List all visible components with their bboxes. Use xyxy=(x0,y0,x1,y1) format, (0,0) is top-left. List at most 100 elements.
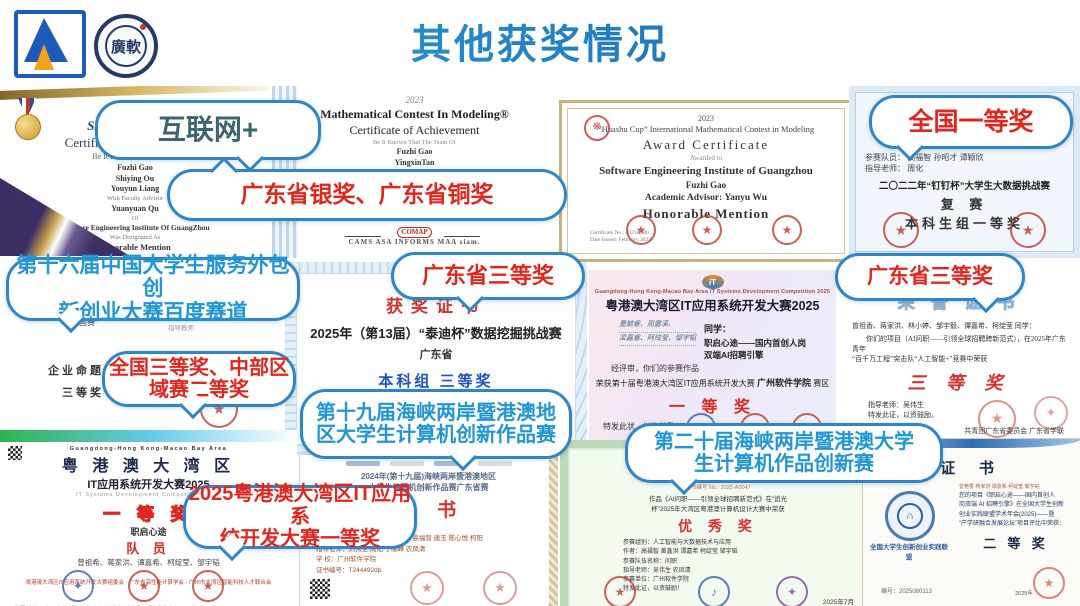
callout-text: 广东省三等奖 xyxy=(421,262,554,288)
stage-label: 复 赛 xyxy=(940,197,989,212)
team-member: YingxinTan xyxy=(394,158,435,168)
partner-logos-row xyxy=(300,461,557,466)
body-line: 创业实践联盟学术年会(2025)——暨 xyxy=(959,511,1055,518)
date-line: 2025年7月 xyxy=(822,599,854,606)
signatures-row: COMAP xyxy=(272,226,557,239)
callout-text-line2: 统开发大赛一等奖 xyxy=(220,528,380,551)
members-line: 参赛队员： 高福智 孙昭才 谭颖欣 xyxy=(865,153,984,162)
institute-name: Software Engineering Institute of Guangz… xyxy=(599,165,813,178)
red-seal-icon: ★ xyxy=(192,570,224,602)
callout-text-line2: 新创业大赛百度赛道 xyxy=(58,300,248,324)
red-seal-icon: ★ xyxy=(1010,212,1046,248)
teacher-line: 指导老师：吴伟生 xyxy=(868,401,924,409)
callout-text: 广东省银奖、广东省铜奖 xyxy=(240,181,494,208)
qr-code-icon xyxy=(8,446,22,460)
school-name: 广州软件学院 xyxy=(757,378,812,388)
union-name: 全国大学生创新创业实践联盟 xyxy=(870,544,948,561)
award-name: Honorable Mention xyxy=(642,206,770,222)
of-label: Of xyxy=(131,214,139,222)
award-name: 本科组 三等奖 xyxy=(378,373,494,390)
contest-name-cn: 粤 港 澳 大 湾 区 xyxy=(61,458,236,475)
callout-national-third: 全国三等奖、中部区 域赛二等奖 xyxy=(102,351,296,420)
purple-seal-icon: ✦ xyxy=(776,576,808,606)
red-seal-icon: ★ xyxy=(692,215,722,245)
project-name: 双端AI招聘引擎 xyxy=(703,350,764,360)
callout-text: 互联网+ xyxy=(157,114,259,146)
detail-line: 作者：高福智 黄鑫洪 谭嘉希 柯绽莹 邹宇韬 xyxy=(623,549,738,556)
callout-text-line2: 区大学生计算机创新作品赛 xyxy=(316,424,556,446)
certificate-huashu-cup: ❋ 2023 “Huashu Cup” International Mathem… xyxy=(559,100,853,262)
callout-gd-third-mid: 广东省三等奖 xyxy=(391,252,585,313)
designated-label: Was Designated As xyxy=(109,233,161,241)
awardee-name: Fuzhi Gao xyxy=(685,180,727,191)
signature-mark xyxy=(443,228,485,237)
award-name: 优 秀 奖 xyxy=(678,518,758,534)
sponsors-row: CAMS ASA INFORMS MAA siam. xyxy=(348,238,481,247)
student-names: 梁嘉睿、阿炫莹、邹宇韬 xyxy=(618,333,696,347)
cert-title: Mathematical Contest In Modeling® xyxy=(320,107,509,122)
award-name: 二 等 奖 xyxy=(983,536,1049,552)
red-seal-icon: ★ xyxy=(128,570,160,602)
project-name: 职启心途——国内首创人岗 xyxy=(703,338,806,348)
red-seal-icon: ★ xyxy=(483,571,517,605)
medal-icon xyxy=(14,98,41,142)
callout-text-line1: 2025粤港澳大湾区IT应用系 xyxy=(188,483,412,528)
cert-number: Certificate No.: 2023A090… xyxy=(590,229,655,236)
callout-strait19: 第十九届海峡两岸暨港澳地 区大学生计算机创新作品赛 xyxy=(300,389,572,472)
awarded-to-label: Awarded to xyxy=(689,154,723,163)
seal-logo-dot xyxy=(140,24,146,30)
contest-name-cn2: IT应用系统开发大赛2025 xyxy=(87,479,210,491)
teacher-line: 指导老师： 周化 xyxy=(865,164,924,173)
body-line: 你们的项目（AI问职——引领全球招聘跨新范式），在2025年广东青年 xyxy=(852,335,1066,353)
org-line: 共青团广东省委员会 广东省学联 xyxy=(964,427,1064,435)
callout-text-line1: 第二十届海峡两岸暨港澳大学 xyxy=(654,430,914,453)
red-seal-icon: ★ xyxy=(772,215,802,245)
callout-text-line2: 域赛二等奖 xyxy=(149,379,249,401)
team-label: 队 员 xyxy=(126,541,171,556)
contest-name-en: Guangdong-Hong Kong-Macao Bay Area IT Sy… xyxy=(594,289,831,295)
award-name: 三 等 奖 xyxy=(907,373,1011,393)
team-member: Shiying Ou xyxy=(115,173,155,183)
seal-logo-icon: 廣軟 xyxy=(94,14,158,78)
qr-code-icon xyxy=(310,579,330,599)
team-member: Youyun Liang xyxy=(110,184,160,194)
callout-text: 全国一等奖 xyxy=(908,108,1034,136)
advisor-label: With Faculty Advisor xyxy=(106,195,164,203)
green-band-decoration xyxy=(0,430,297,442)
cert-title: 获奖证书 xyxy=(386,297,486,316)
callout-text-line2: 生计算机作品创新赛 xyxy=(694,453,874,475)
comap-logo: COMAP xyxy=(397,226,432,239)
region-label: 广东省 xyxy=(419,349,453,361)
cert-title: “Huashu Cup” International Mathematical … xyxy=(597,124,815,135)
team-member: Fuzhi Gao xyxy=(117,162,153,172)
gold-ribbon-decoration xyxy=(0,86,270,101)
region-label: 赛区 xyxy=(813,379,830,388)
body-line: “产学研融合发展论坛”项目评比中荣获： xyxy=(959,520,1065,527)
contest-name-cn: 粤港澳大湾区IT应用系统开发大赛2025 xyxy=(605,299,820,313)
institute-name: Software Engineering Institute Of GuangZ… xyxy=(60,223,210,233)
body-line: 杯”2025年大湾区粤港澳计算机设计大赛中荣获 xyxy=(651,506,785,513)
contest-name2: 大学生计算机创新作品赛广东省赛 xyxy=(368,483,489,492)
contest-name: 二〇二二年“钉钉杯”大学生大数据挑战赛 xyxy=(878,181,1050,192)
advisor-name: Yuanyuan Qu xyxy=(111,203,159,213)
body-line: 作品《AI问职——引领全球招聘新范式》在“追光 xyxy=(648,496,788,503)
student-names: 童毓睿、屈露溪、 xyxy=(618,319,696,333)
detail-line: 参赛组别：人工智能与大数据技术与应用 xyxy=(623,540,732,546)
red-seal-icon: ★ xyxy=(1033,567,1065,599)
cert-date: Date Issued: February 2023 xyxy=(590,237,651,244)
review-line: 经评审，你们的参赛作品 xyxy=(611,364,699,373)
detail-line: 参赛单位：广州软件学院 xyxy=(623,577,690,584)
award-name: 三等奖 xyxy=(62,387,104,400)
callout-text-line1: 全国三等奖、中部区 xyxy=(109,356,289,379)
callout-text-line1: 第十九届海峡两岸暨港澳地 xyxy=(316,401,556,424)
red-seal-icon: ★ xyxy=(978,400,1016,438)
cert-subtitle: Award Certificate xyxy=(642,137,770,153)
cert-number: 证书编号：T244492dp xyxy=(316,566,382,574)
callout-text-line1: 第十六届中国大学生服务外包创 xyxy=(16,253,290,301)
body-line: 您的项目《职启心途——国内首创人 xyxy=(959,493,1056,499)
cert-number: 证书编号 No.: 2025-A0047 xyxy=(685,485,751,491)
contest-name: 2024年(第十九届)海峡两岸暨港澳地区 xyxy=(360,472,497,481)
page-title: 其他获奖情况 xyxy=(0,12,1080,70)
contest-name: 2025年（第13届）“泰迪杯”数据挖掘挑战赛 xyxy=(310,326,562,341)
